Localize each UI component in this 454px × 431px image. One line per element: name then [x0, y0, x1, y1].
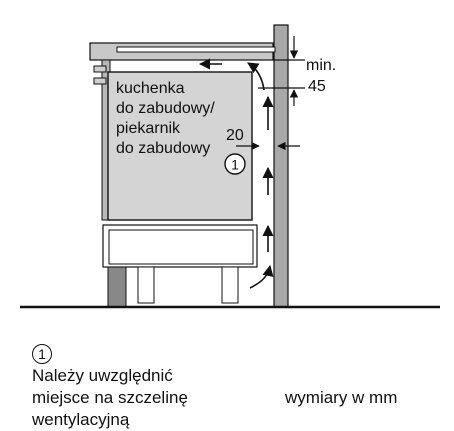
legend-note-line-3: wentylacyjną: [32, 410, 130, 429]
legend-note-line-2: miejsce na szczelinę: [32, 388, 188, 407]
marker-circle: [224, 153, 246, 175]
legend-marker-row: 1: [32, 343, 188, 365]
appliance-body: [107, 71, 253, 221]
appliance-label-line-1: kuchenka: [116, 80, 185, 97]
marker-number: 1: [231, 157, 239, 173]
cabinet-foot-left: [137, 266, 155, 304]
units-note: wymiary w mm: [285, 388, 398, 407]
cabinet-plinth-left: [107, 266, 127, 308]
cabinet-handle-bottom: [93, 77, 107, 85]
legend-note: 1 Należy uwzględnić miejsce na szczelinę…: [32, 343, 188, 431]
drawer-front: [108, 229, 254, 265]
gap-value: 20: [226, 127, 244, 144]
rear-wall: [273, 24, 289, 308]
appliance-label-line-2: do zabudowy/: [116, 100, 215, 117]
airflow-arrow-bottom-curve: [249, 264, 274, 289]
airflow-arrows: [198, 58, 274, 289]
hob-top: [116, 46, 276, 53]
cabinet-handle-top: [93, 65, 107, 73]
legend-note-line-1: Należy uwzględnić: [32, 366, 173, 385]
min-dimension: [258, 36, 305, 106]
appliance-label-line-4: do zabudowy: [116, 140, 210, 157]
min-value: 45: [308, 78, 326, 95]
legend-marker: 1: [32, 344, 52, 364]
appliance-label-line-3: piekarnik: [116, 120, 181, 137]
min-label: min.: [306, 57, 336, 74]
cabinet-foot-right: [221, 266, 239, 304]
airflow-arrow-top-curve: [247, 62, 265, 91]
